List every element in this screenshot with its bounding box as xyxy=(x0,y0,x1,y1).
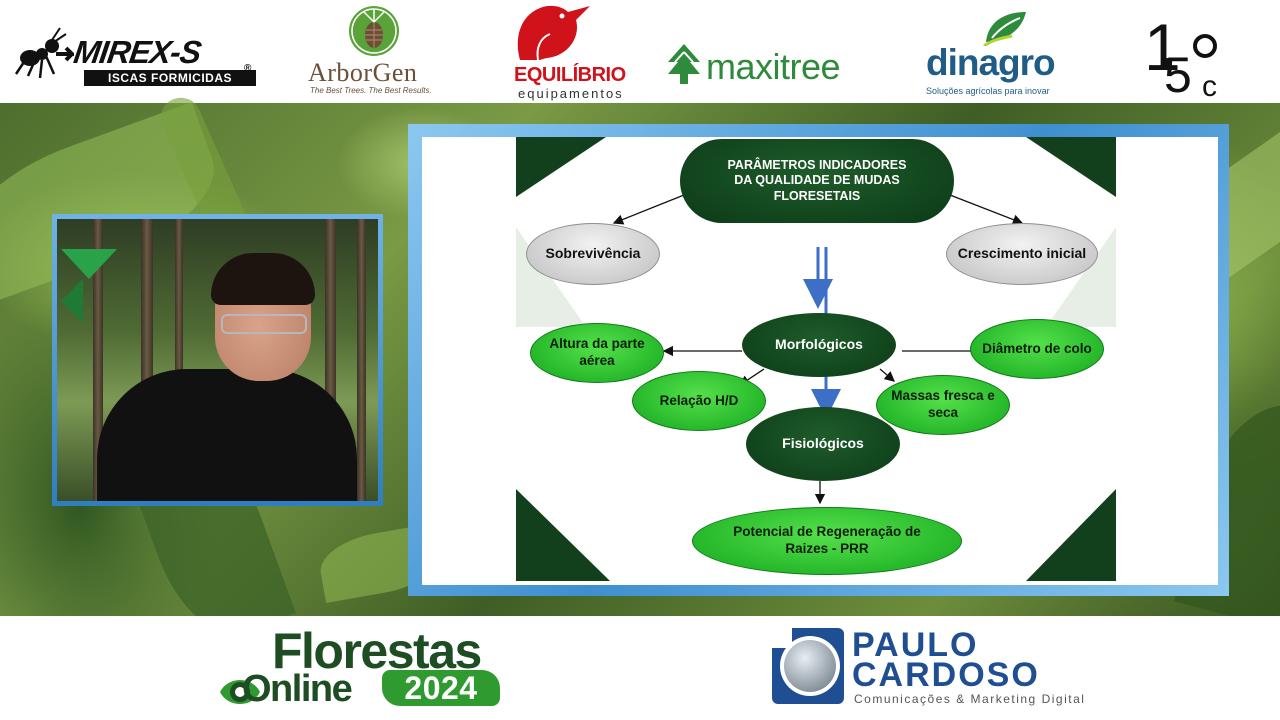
node-title-line-2: DA QUALIDADE DE MUDAS xyxy=(734,173,900,188)
node-root-regeneration: Potencial de Regeneração de Raizes - PRR xyxy=(692,507,962,575)
node-survival: Sobrevivência xyxy=(526,223,660,285)
node-morphological: Morfológicos xyxy=(742,313,896,377)
mirex-name: MIREX-S xyxy=(71,34,203,70)
sponsor-maxitree: maxitree xyxy=(666,0,871,103)
sponsor-mirex: MIREX-S ® ISCAS FORMICIDAS xyxy=(12,0,257,103)
producer-name-line-1: PAULO xyxy=(852,626,979,664)
pinecone-seal-icon xyxy=(349,6,399,56)
node-initial-growth: Crescimento inicial xyxy=(946,223,1098,285)
equilibrio-name: EQUILÍBRIO xyxy=(514,64,626,86)
eye-icon xyxy=(220,680,260,704)
sponsor-15c: 1 5 c xyxy=(1140,0,1240,103)
slide: PARÂMETROS INDICADORES DA QUALIDADE DE M… xyxy=(422,137,1218,585)
dinagro-name: dinagro xyxy=(926,42,1056,83)
event-name-line-1: Florestas xyxy=(272,623,482,679)
event-year-badge: 2024 xyxy=(382,670,500,706)
speaker-video xyxy=(57,219,378,501)
fifteen-c-logo: 1 5 c xyxy=(1144,10,1217,103)
node-title: PARÂMETROS INDICADORES DA QUALIDADE DE M… xyxy=(680,139,954,223)
sponsor-bar: MIREX-S ® ISCAS FORMICIDAS ArborGen The … xyxy=(0,0,1280,103)
globe-icon xyxy=(772,628,844,704)
node-physiological: Fisiológicos xyxy=(746,407,900,481)
node-fresh-dry-mass: Massas fresca e seca xyxy=(876,375,1010,435)
node-title-line-3: FLORESETAIS xyxy=(773,188,861,203)
unit-c: c xyxy=(1202,70,1217,103)
leaf-icon xyxy=(983,12,1026,46)
mirex-tagline: ISCAS FORMICIDAS xyxy=(84,70,256,86)
speaker-shirt xyxy=(97,369,357,501)
digit-five: 5 xyxy=(1164,47,1192,103)
registered-mark: ® xyxy=(244,63,252,74)
speaker-video-frame xyxy=(52,214,383,506)
speaker-glasses xyxy=(221,314,307,334)
ant-icon xyxy=(14,27,74,79)
dinagro-tagline: Soluções agrícolas para inovar xyxy=(926,86,1050,96)
speaker-hair xyxy=(211,253,315,305)
node-shoot-height: Altura da parte aérea xyxy=(530,323,664,383)
sponsor-arborgen: ArborGen The Best Trees. The Best Result… xyxy=(300,0,450,103)
bird-icon xyxy=(517,5,590,61)
node-collar-diameter: Diâmetro de colo xyxy=(970,319,1104,379)
node-title-line-1: PARÂMETROS INDICADORES xyxy=(727,157,907,172)
arborgen-tagline: The Best Trees. The Best Results. xyxy=(310,86,432,95)
slide-frame: PARÂMETROS INDICADORES DA QUALIDADE DE M… xyxy=(408,124,1229,596)
sponsor-equilibrio: EQUILÍBRIO equipamentos xyxy=(508,0,648,103)
equilibrio-tagline: equipamentos xyxy=(518,86,624,101)
sponsor-dinagro: dinagro Soluções agrícolas para inovar xyxy=(922,0,1082,103)
digit-one: 1 xyxy=(1144,10,1181,84)
producer-name-line-2: CARDOSO xyxy=(852,656,1040,694)
arborgen-name: ArborGen xyxy=(308,58,418,87)
tree-icon xyxy=(668,44,700,84)
node-hd-ratio: Relação H/D xyxy=(632,371,766,431)
bottom-bar: Florestas Online 2024 xyxy=(0,616,1280,720)
maxitree-name: maxitree xyxy=(706,46,841,87)
producer-tagline: Comunicações & Marketing Digital xyxy=(854,692,1086,706)
event-name-line-2: Online xyxy=(242,668,353,710)
